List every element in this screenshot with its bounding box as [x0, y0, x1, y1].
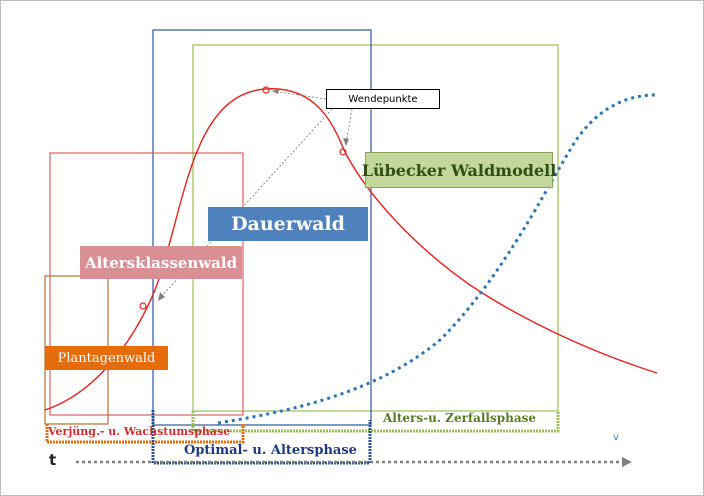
annotation-arrowhead-top [272, 89, 279, 94]
annotation-arrow-top [271, 90, 327, 100]
luebeck-waldmodell-label: Lübecker Waldmodell [362, 152, 556, 188]
altersklassenwald-label: Altersklassenwald [80, 246, 242, 279]
phase-bar-verjuengung [45, 424, 245, 444]
altersklassenwald-box [49, 152, 244, 416]
inflection-point-right [339, 148, 347, 156]
inflection-point-left [139, 302, 147, 310]
wendepunkte-callout: Wendepunkte [326, 89, 440, 109]
phase-bar-optimal [151, 410, 372, 465]
phase-bar-zerfall [191, 411, 560, 433]
small-v-mark: v [613, 432, 619, 443]
time-axis-label: t [49, 451, 57, 469]
annotation-arrowhead-left [158, 292, 165, 301]
time-axis-arrowhead [622, 457, 632, 467]
plantagenwald-label: Plantagenwald [45, 346, 168, 370]
phase-label-optimal: Optimal- u. Altersphase [184, 443, 357, 458]
growth-curve-red [44, 88, 658, 411]
annotation-arrow-right [345, 108, 353, 145]
luebeck-box [192, 44, 559, 412]
phase-label-verjuengung: Verjüng.- u. Wachstumsphase [48, 425, 231, 438]
dauerwald-label: Dauerwald [208, 207, 368, 241]
phase-label-zerfall: Alters-u. Zerfallsphase [383, 411, 536, 425]
annotation-arrowhead-right [343, 138, 349, 146]
dauerwald-box [152, 29, 372, 426]
inflection-point-top [262, 86, 270, 94]
